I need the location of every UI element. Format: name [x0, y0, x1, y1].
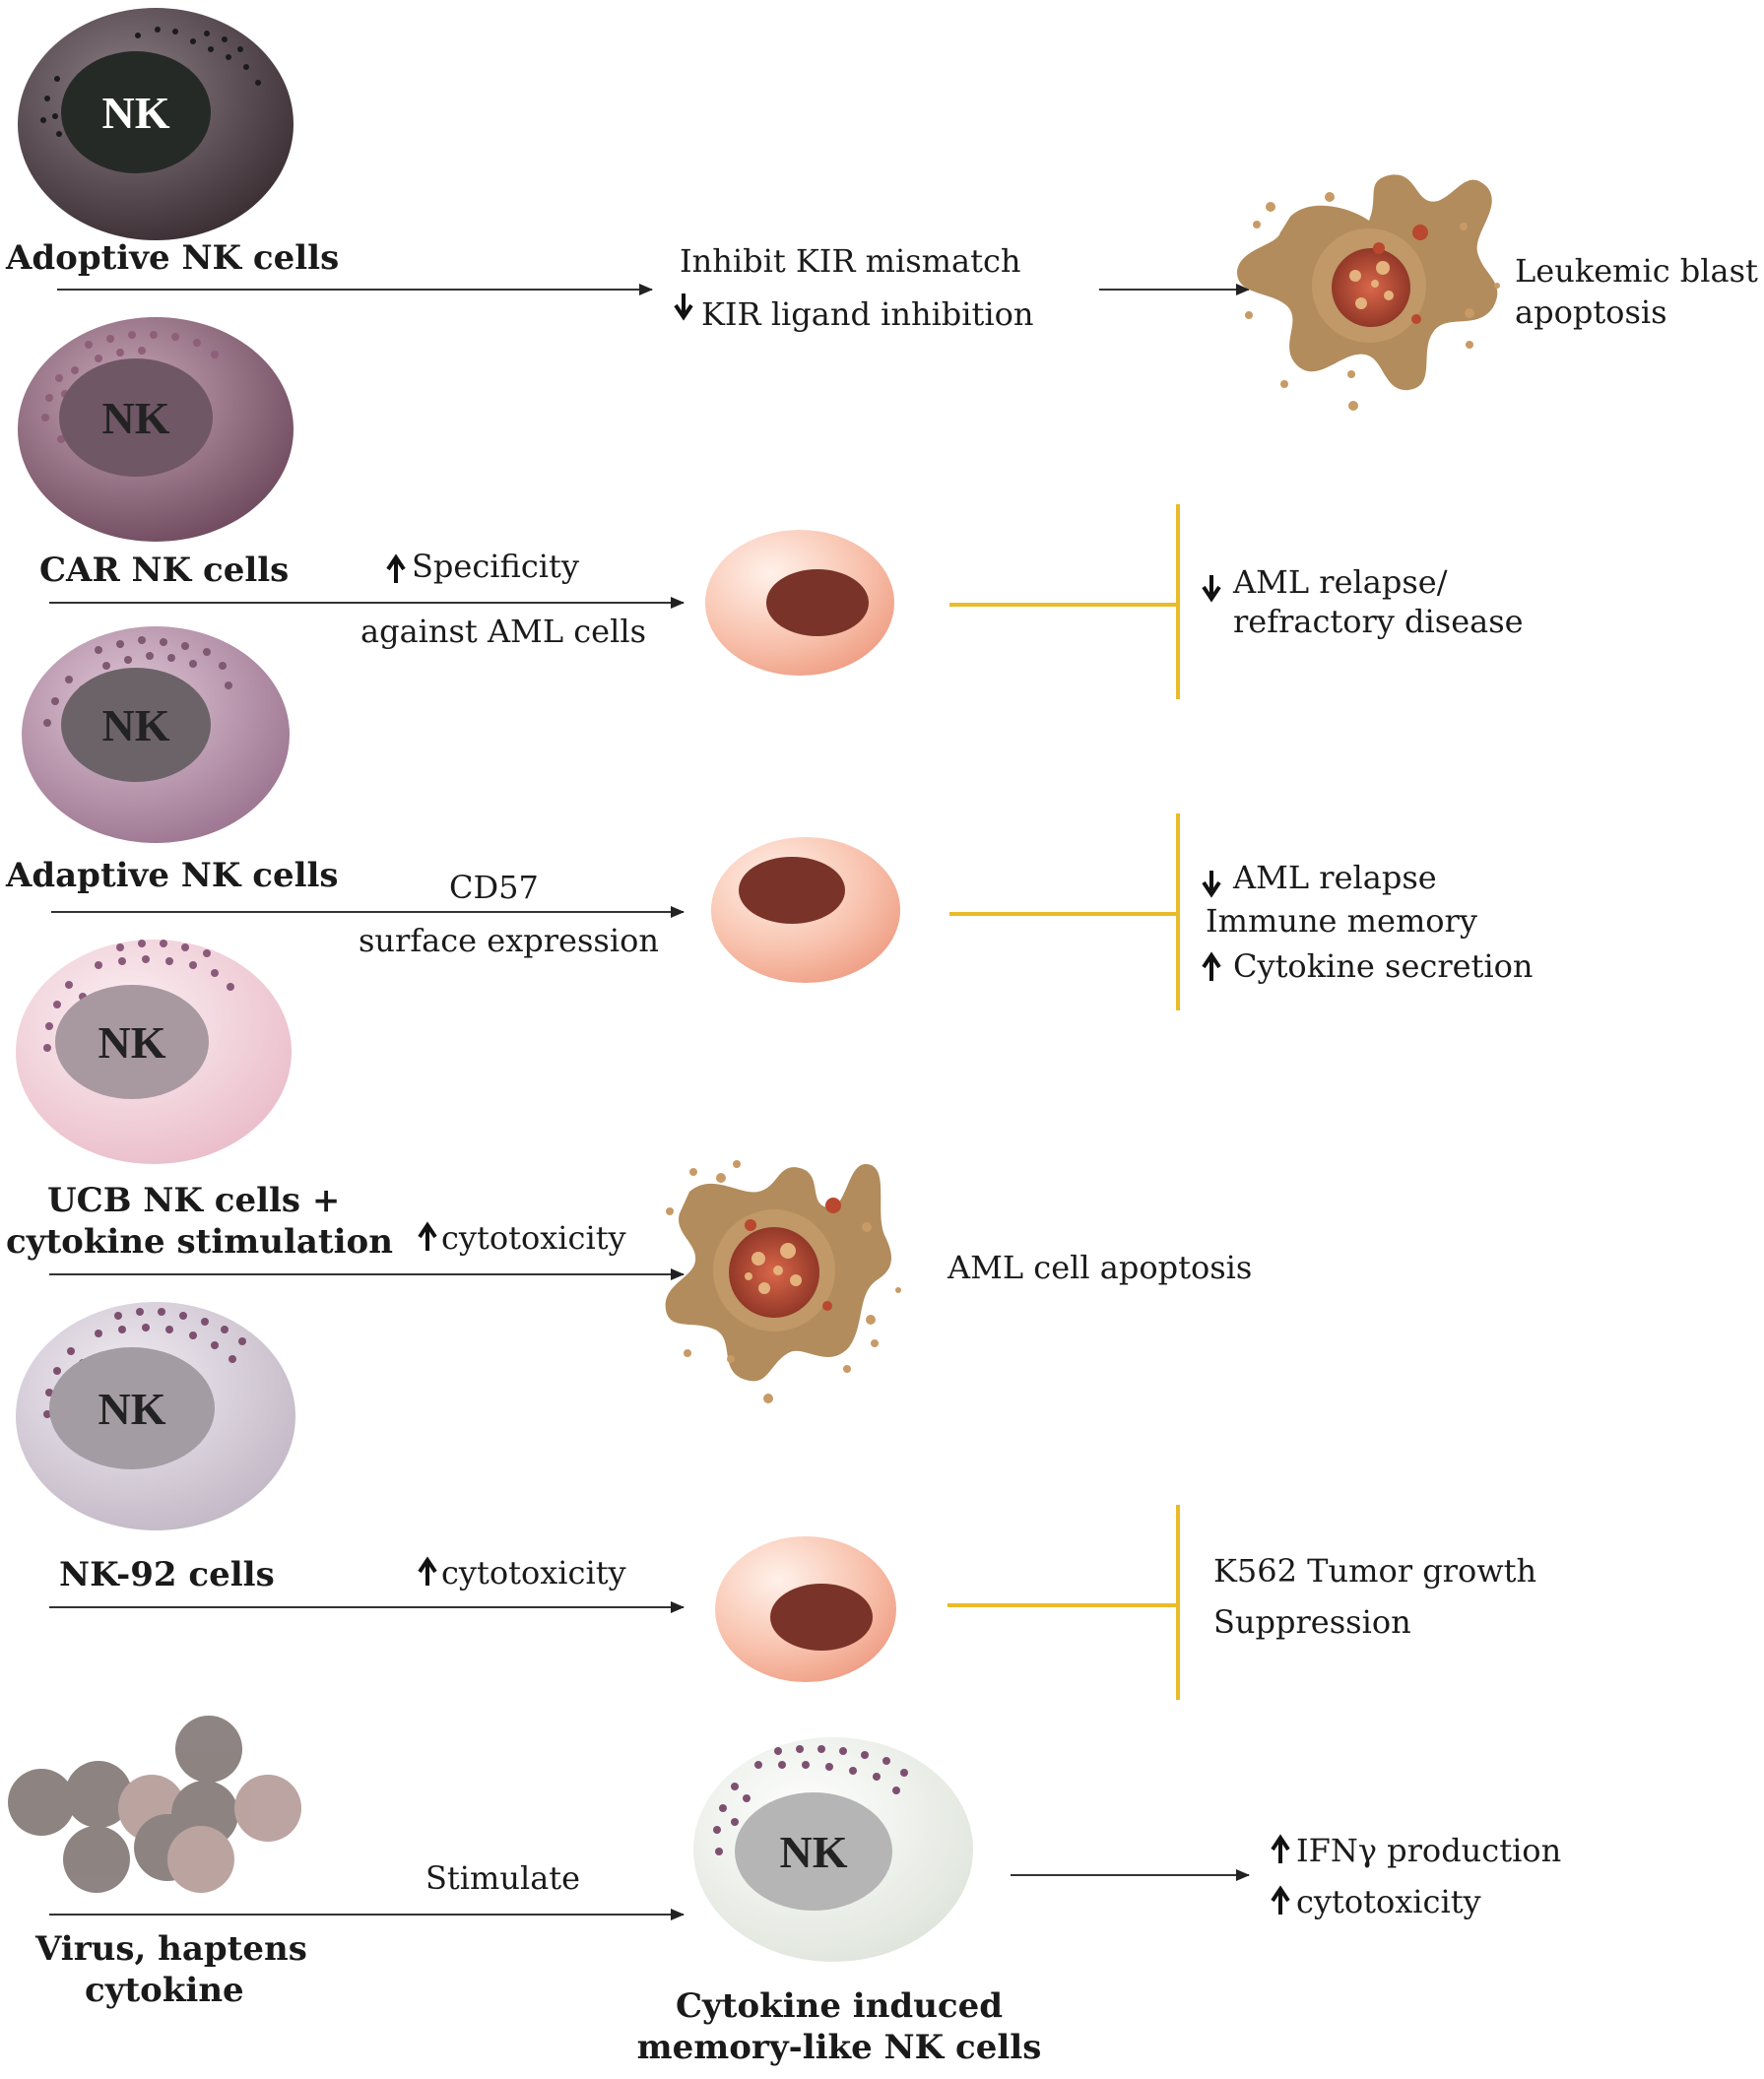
outcome-5-line1: K562 Tumor growth [1213, 1552, 1536, 1590]
aml-cell-2 [705, 530, 894, 676]
outcome-1-line1: Leukemic blast [1515, 252, 1758, 290]
nk-label-3: NK [102, 700, 170, 750]
target-label-6-line1: Cytokine induced [676, 1986, 1003, 2026]
cell-label-5: NK-92 cells [59, 1555, 275, 1594]
mechanism-2-line2: against AML cells [360, 613, 646, 650]
apoptotic-blast-2 [665, 1160, 901, 1403]
mechanism-5: cytotoxicity [441, 1554, 626, 1592]
mechanism-2-line1: Specificity [412, 548, 579, 585]
row-5: NK NK-92 cells cytotoxicity K562 Tumor g… [16, 1302, 1536, 1700]
up-arrow-icon [418, 1221, 437, 1251]
nk-label-4: NK [98, 1017, 166, 1068]
outcome-6-line1: IFNγ production [1296, 1832, 1561, 1869]
mechanism-6: Stimulate [425, 1859, 580, 1897]
down-arrow-icon [1202, 871, 1221, 898]
row-2: NK CAR NK cells Specificity against AML … [18, 317, 1524, 699]
memory-nk-cell: NK [693, 1737, 973, 1962]
outcome-3-line2: Immune memory [1206, 902, 1477, 940]
up-arrow-icon [418, 1556, 437, 1586]
row-6: Virus, haptens cytokine Stimulate NK Cyt… [8, 1716, 1561, 2067]
outcome-2-line2: refractory disease [1233, 603, 1524, 640]
mechanism-1-line1: Inhibit KIR mismatch [680, 242, 1020, 280]
cell-label-4-line1: UCB NK cells + [47, 1181, 340, 1220]
nk-label-2: NK [102, 393, 170, 443]
mechanism-3-line2: surface expression [359, 922, 659, 959]
aml-cell-5 [715, 1536, 896, 1682]
outcome-4: AML cell apoptosis [947, 1249, 1252, 1286]
up-arrow-icon [1202, 951, 1221, 981]
mechanism-4: cytotoxicity [441, 1219, 626, 1257]
cell-label-2: CAR NK cells [39, 551, 289, 590]
row-4: NK UCB NK cells + cytokine stimulation c… [6, 940, 1252, 1403]
outcome-1-line2: apoptosis [1515, 293, 1667, 331]
row-3: NK Adaptive NK cells CD57 surface expres… [5, 626, 1534, 1010]
stimulus-particles [8, 1716, 301, 1893]
row-1: NK Adoptive NK cells Inhibit KIR mismatc… [5, 8, 1758, 411]
mechanism-1-line2: KIR ligand inhibition [701, 295, 1033, 333]
cell-label-1: Adoptive NK cells [5, 238, 339, 278]
cell-label-6-line1: Virus, haptens [34, 1929, 307, 1969]
cell-label-6-line2: cytokine [85, 1971, 244, 2010]
up-arrow-icon [1271, 1885, 1290, 1915]
nk-cell-1: NK [18, 8, 294, 240]
nk-cell-4: NK [16, 940, 292, 1164]
nk-label-6: NK [780, 1827, 848, 1877]
up-arrow-icon [1271, 1834, 1290, 1863]
outcome-2-line1: AML relapse/ [1232, 563, 1448, 601]
down-arrow-icon [674, 293, 693, 321]
cell-label-4-line2: cytokine stimulation [6, 1222, 393, 1262]
nk-cell-5: NK [16, 1302, 295, 1530]
aml-cell-3 [711, 837, 900, 983]
nk-cell-2: NK [18, 317, 294, 542]
down-arrow-icon [1202, 575, 1221, 603]
nk-label-1: NK [102, 88, 170, 138]
outcome-3-line3: Cytokine secretion [1233, 947, 1534, 985]
outcome-6-line2: cytotoxicity [1296, 1883, 1481, 1920]
outcome-5-line2: Suppression [1213, 1603, 1411, 1641]
outcome-3-line1: AML relapse [1232, 859, 1437, 896]
target-label-6-line2: memory-like NK cells [637, 2028, 1042, 2067]
mechanism-3-line1: CD57 [449, 869, 539, 906]
apoptotic-blast-1 [1237, 174, 1500, 411]
cell-label-3: Adaptive NK cells [5, 856, 339, 895]
up-arrow-icon [386, 553, 406, 583]
nk-label-5: NK [98, 1384, 166, 1434]
nk-cell-3: NK [22, 626, 290, 843]
